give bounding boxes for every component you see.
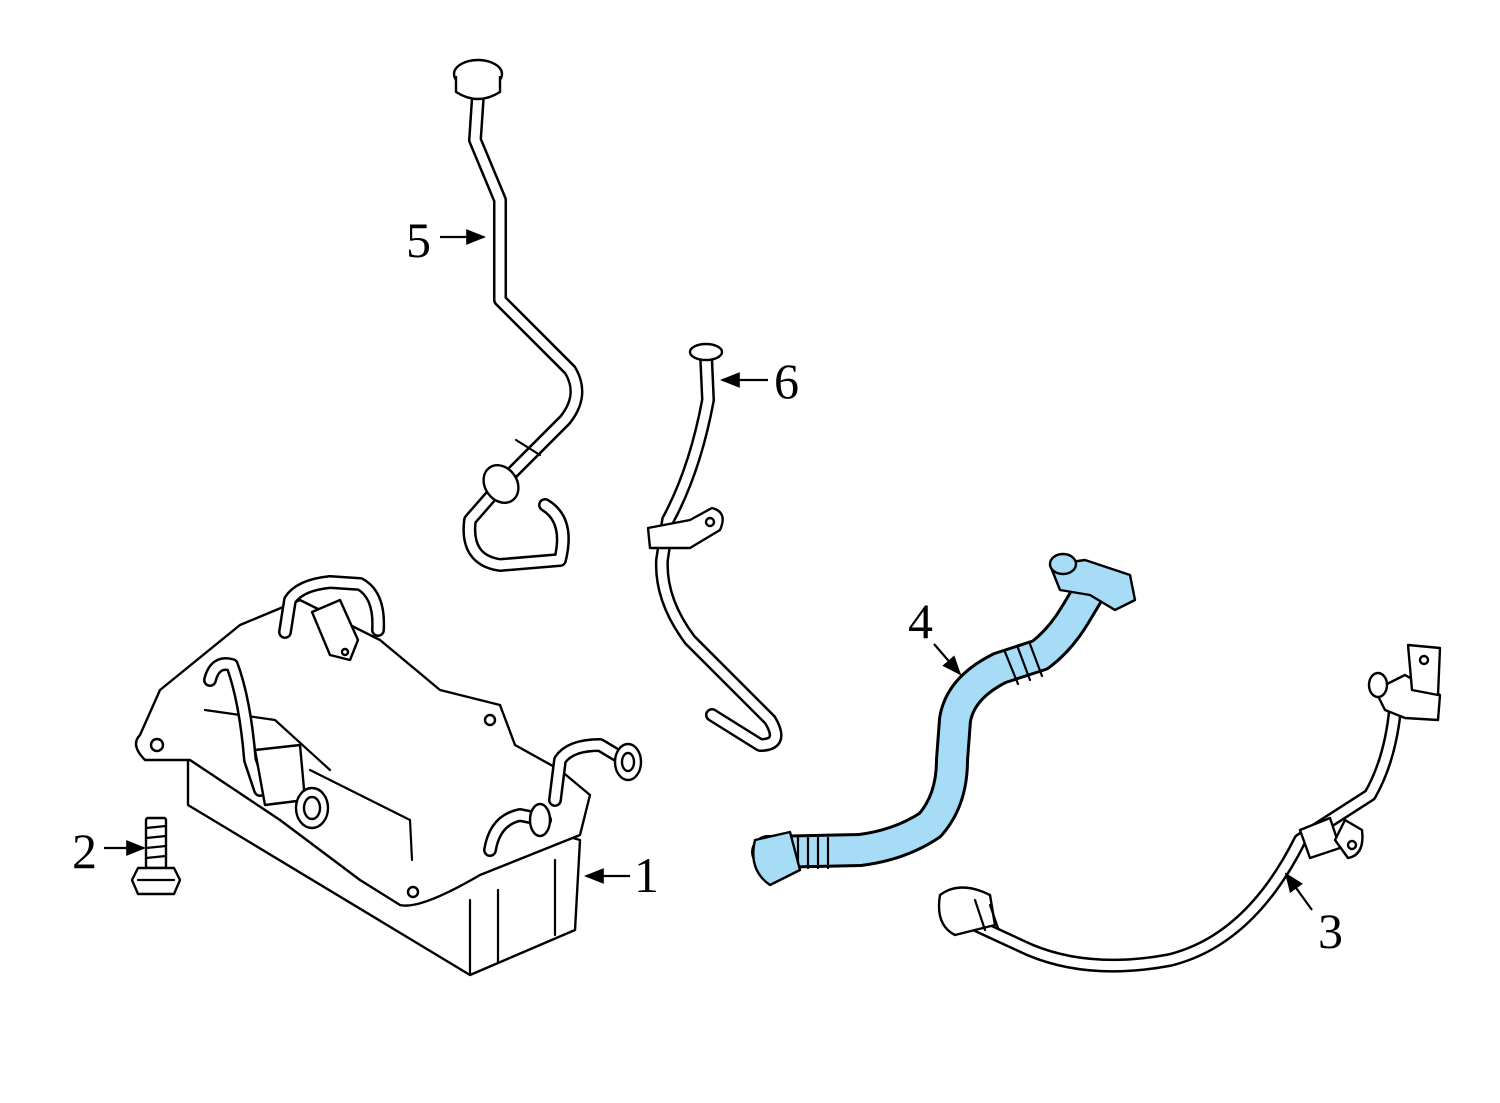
callout-3-arrow <box>1284 872 1313 911</box>
part-3-pipe[interactable] <box>937 643 1442 973</box>
hose-6-end-icon <box>688 342 724 362</box>
callout-6-label: 6 <box>774 353 799 409</box>
callout-1: 1 <box>584 847 659 903</box>
hose-6-bracket-icon <box>646 506 724 550</box>
callout-3-label: 3 <box>1318 903 1343 959</box>
callout-6: 6 <box>720 353 799 409</box>
part-1-oil-cooler[interactable] <box>134 575 643 977</box>
callout-4-label: 4 <box>908 593 933 649</box>
part-2-bolt[interactable] <box>130 816 182 896</box>
callout-4-arrow <box>933 643 962 676</box>
callout-3: 3 <box>1284 872 1343 959</box>
part-6-hose[interactable] <box>646 342 783 752</box>
callout-2: 2 <box>72 823 146 879</box>
callout-5-label: 5 <box>406 212 431 268</box>
hose-5-clamp-icon <box>482 464 520 504</box>
callout-2-label: 2 <box>72 823 97 879</box>
part-5-hose[interactable] <box>452 58 584 572</box>
callout-5: 5 <box>406 212 486 268</box>
callout-4: 4 <box>908 593 962 676</box>
part-4-pipe[interactable] <box>751 552 1137 887</box>
callout-1-label: 1 <box>634 847 659 903</box>
